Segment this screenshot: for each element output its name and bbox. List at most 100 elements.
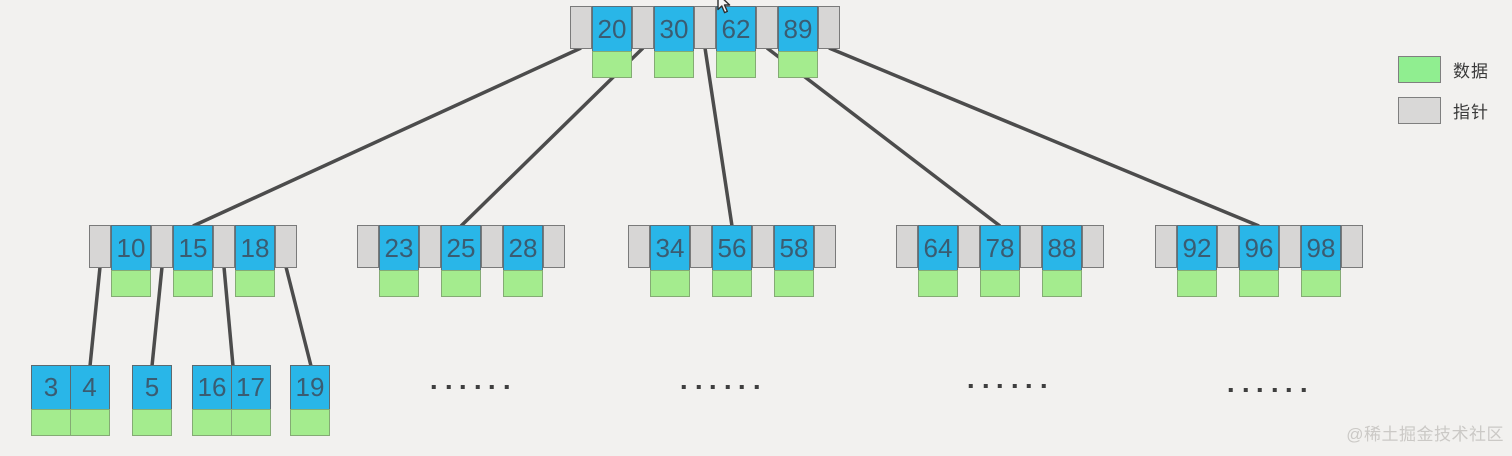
mouse-cursor-icon	[717, 0, 731, 14]
data-cell	[379, 269, 419, 297]
tree-edge	[459, 46, 645, 228]
dot	[1286, 388, 1291, 392]
data-cell	[1042, 269, 1082, 297]
pointer-cell	[1082, 225, 1104, 268]
key-cell: 88	[1042, 225, 1082, 271]
key-column: 56	[712, 225, 752, 297]
pointer-cell	[1155, 225, 1177, 268]
pointer-cell	[213, 225, 235, 268]
data-cell	[716, 50, 756, 78]
legend-row-data: 数据	[1398, 56, 1489, 83]
key-cell: 96	[1239, 225, 1279, 271]
key-cell: 16	[192, 365, 232, 410]
leaf-column: 5	[132, 365, 172, 436]
dot	[431, 385, 436, 389]
key-column: 64	[918, 225, 958, 297]
pointer-cell	[1020, 225, 1042, 268]
dot	[1228, 388, 1233, 392]
dot	[1026, 384, 1031, 388]
key-cell: 34	[650, 225, 690, 271]
pointer-cell	[756, 6, 778, 49]
data-cell	[712, 269, 752, 297]
key-column: 10	[111, 225, 151, 297]
tree-edge	[150, 266, 164, 367]
data-cell	[31, 408, 71, 436]
btree-root-node: 20 30 62 89	[570, 6, 840, 78]
tree-edge	[222, 266, 235, 367]
key-cell: 58	[774, 225, 814, 271]
legend-label-pointer: 指针	[1453, 103, 1489, 122]
key-cell: 15	[173, 225, 213, 271]
key-column: 34	[650, 225, 690, 297]
key-column: 20	[592, 6, 632, 78]
dot	[754, 385, 759, 389]
key-column: 98	[1301, 225, 1341, 297]
data-cell	[778, 50, 818, 78]
pointer-cell	[357, 225, 379, 268]
key-column: 92	[1177, 225, 1217, 297]
key-cell: 19	[290, 365, 330, 410]
tree-edge	[828, 46, 1260, 228]
pointer-cell	[1341, 225, 1363, 268]
pointer-cell	[694, 6, 716, 49]
key-cell: 28	[503, 225, 543, 271]
ellipsis-dots	[431, 385, 509, 389]
pointer-cell	[896, 225, 918, 268]
data-cell	[111, 269, 151, 297]
data-cell	[192, 408, 232, 436]
key-cell: 3	[31, 365, 71, 410]
pointer-cell	[814, 225, 836, 268]
data-cell	[654, 50, 694, 78]
internal-node-5: 92 96 98	[1155, 225, 1363, 297]
legend-label-data: 数据	[1453, 62, 1489, 81]
key-column: 89	[778, 6, 818, 78]
tree-edge	[703, 47, 734, 227]
key-column: 23	[379, 225, 419, 297]
dot	[489, 385, 494, 389]
dot	[504, 385, 509, 389]
key-column: 28	[503, 225, 543, 297]
leaf-column: 3	[31, 365, 71, 436]
leaf-node-2: 5	[132, 365, 172, 436]
data-cell	[132, 408, 172, 436]
pointer-cell	[628, 225, 650, 268]
key-cell: 56	[712, 225, 752, 271]
key-cell: 5	[132, 365, 172, 410]
key-cell: 89	[778, 6, 818, 52]
key-column: 96	[1239, 225, 1279, 297]
key-cell: 30	[654, 6, 694, 52]
leaf-column: 19	[290, 365, 330, 436]
data-cell	[503, 269, 543, 297]
data-cell	[69, 408, 110, 436]
tree-edge	[765, 46, 1002, 228]
dot	[460, 385, 465, 389]
data-cell	[980, 269, 1020, 297]
dot	[1243, 388, 1248, 392]
dot	[997, 384, 1002, 388]
pointer-cell	[275, 225, 297, 268]
leaf-column: 17	[230, 365, 271, 436]
key-cell: 4	[69, 365, 110, 410]
data-cell	[1239, 269, 1279, 297]
leaf-column: 4	[69, 365, 110, 436]
key-cell: 98	[1301, 225, 1341, 271]
data-cell	[235, 269, 275, 297]
dot	[1272, 388, 1277, 392]
key-cell: 25	[441, 225, 481, 271]
ellipsis-dots	[1228, 388, 1306, 392]
dot	[1257, 388, 1262, 392]
leaf-column: 16	[192, 365, 232, 436]
internal-node-2: 23 25 28	[357, 225, 565, 297]
data-cell	[441, 269, 481, 297]
data-cell	[173, 269, 213, 297]
data-cell	[650, 269, 690, 297]
dot	[1301, 388, 1306, 392]
key-column: 15	[173, 225, 213, 297]
pointer-cell	[570, 6, 592, 49]
watermark: @稀土掘金技术社区	[1346, 425, 1504, 444]
legend-row-pointer: 指针	[1398, 97, 1489, 124]
key-column: 62	[716, 6, 756, 78]
